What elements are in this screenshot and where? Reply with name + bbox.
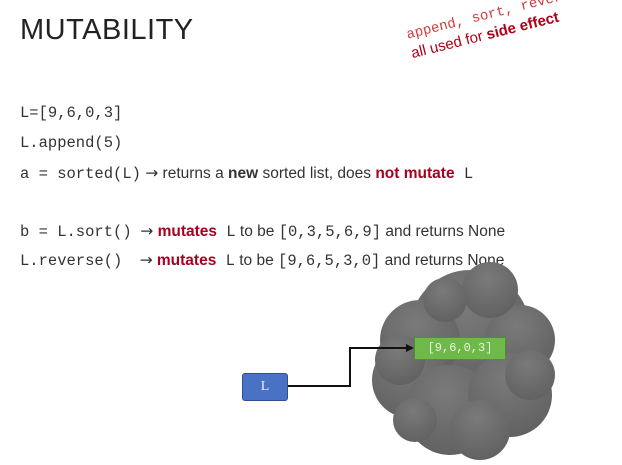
- code-L: L: [454, 165, 474, 183]
- text: and returns None: [381, 223, 506, 240]
- arrow-icon: →: [139, 251, 153, 269]
- code-list: [0,3,5,6,9]: [278, 223, 382, 241]
- text: sorted list, does: [258, 165, 376, 182]
- text: to be: [234, 252, 279, 269]
- slide-title: MUTABILITY: [20, 14, 194, 46]
- code-L: L: [217, 223, 236, 241]
- code: L.append(5): [20, 134, 123, 152]
- code-L: L: [216, 252, 235, 270]
- code-line-0: L=[9,6,0,3]: [20, 104, 122, 122]
- text-mutates: mutates: [157, 223, 217, 240]
- text: returns a: [158, 165, 229, 182]
- code-line-4: L.reverse() → mutates L to be [9,6,5,3,0…: [20, 251, 504, 270]
- code-list: [9,6,5,3,0]: [278, 252, 381, 270]
- code: a = sorted(L): [20, 165, 141, 183]
- arrow-head-icon: [406, 344, 414, 352]
- code: L=[9,6,0,3]: [20, 104, 123, 122]
- text-mutates: mutates: [156, 252, 217, 269]
- reference-arrow: [286, 347, 410, 387]
- text-new: new: [228, 165, 259, 182]
- code: L.reverse(): [20, 252, 123, 270]
- code-line-2: a = sorted(L) → returns a new sorted lis…: [20, 164, 473, 183]
- arrow-icon: →: [145, 164, 159, 182]
- arrow-icon: →: [140, 222, 154, 240]
- list-object-box: [9,6,0,3]: [414, 337, 506, 360]
- code: b = L.sort(): [20, 223, 132, 241]
- code-line-3: b = L.sort() → mutates L to be [0,3,5,6,…: [20, 222, 505, 241]
- text: to be: [235, 223, 279, 240]
- text-not-mutate: not mutate: [375, 165, 455, 182]
- code-line-1: L.append(5): [20, 134, 122, 152]
- memory-cloud: [372, 262, 555, 460]
- text: and returns None: [380, 252, 505, 269]
- variable-box: L: [242, 373, 288, 401]
